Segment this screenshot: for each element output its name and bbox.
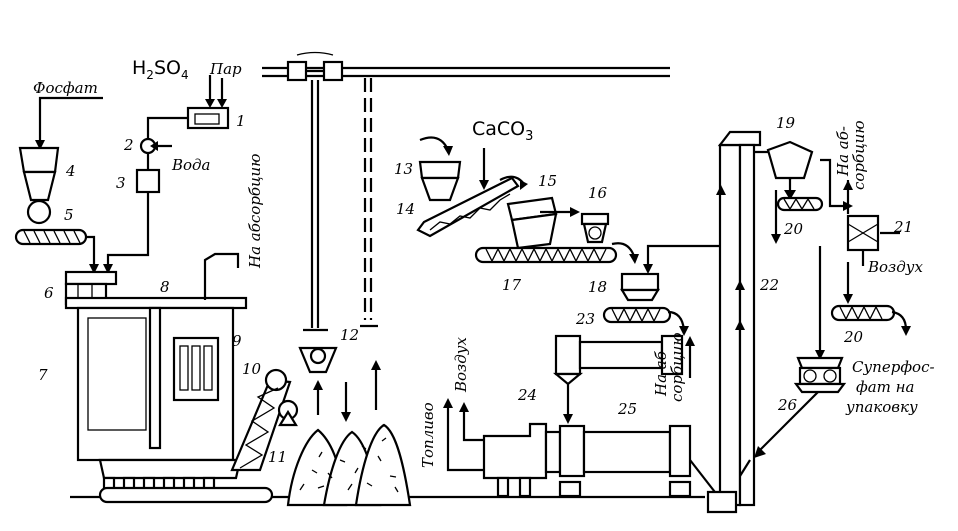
item-number-14: 14 xyxy=(396,200,415,218)
label-steam: Пар xyxy=(209,60,242,78)
packer-26-top xyxy=(796,356,844,370)
item-number-7: 7 xyxy=(38,366,48,384)
label-air-furnace: Воздух xyxy=(452,337,470,393)
fuel-line xyxy=(446,403,484,472)
cyclone-23-left xyxy=(554,334,582,376)
item-number-12: 12 xyxy=(340,326,359,344)
phosphate-arrow-icon xyxy=(35,140,45,150)
item-number-17: 17 xyxy=(502,276,522,294)
item-number-26: 26 xyxy=(777,396,798,414)
bunker-4-top xyxy=(18,146,60,174)
crusher-11-base xyxy=(278,409,298,427)
reactor-partition-8 xyxy=(148,306,162,450)
belt-conveyor-18 xyxy=(602,306,672,324)
reactor-exhaust-duct xyxy=(203,252,240,300)
item-number-9: 9 xyxy=(232,332,242,350)
item-number-25: 25 xyxy=(617,400,637,418)
label-caco3: CaCO3 xyxy=(472,118,533,144)
item-number-11: 11 xyxy=(268,448,287,466)
feeder-disc-5 xyxy=(26,199,52,225)
item-number-8: 8 xyxy=(160,278,170,296)
elevator-head-pulley-10 xyxy=(264,368,288,392)
label-product-2: фат на xyxy=(856,378,915,396)
crane-arc xyxy=(296,51,334,56)
item-number-1: 1 xyxy=(236,112,246,130)
label-phosphate: Фосфат xyxy=(33,79,98,97)
dryer-16 xyxy=(582,222,608,244)
mixer-15 xyxy=(510,212,558,250)
bunker-4 xyxy=(22,170,57,202)
item-number-21: 21 xyxy=(893,218,913,236)
item-number-15: 15 xyxy=(538,172,557,190)
inclined-elevator-10 xyxy=(230,378,292,472)
label-product-3: упаковку xyxy=(845,398,918,416)
elevator-return-line xyxy=(646,244,726,270)
item-number-22: 22 xyxy=(759,276,779,294)
duct-23 xyxy=(578,340,664,370)
item-number-16: 16 xyxy=(588,184,608,202)
label-water: Вода xyxy=(171,156,211,174)
item-number-18: 18 xyxy=(588,278,607,296)
reactor-cell-7 xyxy=(87,317,147,431)
item-number-6: 6 xyxy=(44,284,54,302)
drum-25-left-end xyxy=(544,430,562,474)
crane-wheel-left xyxy=(286,60,308,82)
item-number-4: 4 xyxy=(65,162,76,180)
screen-19 xyxy=(766,140,814,180)
item-number-19: 19 xyxy=(776,114,796,132)
label-acid: H2SO4 xyxy=(132,57,189,82)
belt-to-mixer-line xyxy=(86,235,96,270)
packer-26 xyxy=(798,366,842,386)
bottom-belt-conveyor xyxy=(98,486,274,504)
phosphate-feed-line xyxy=(38,96,103,145)
reactor-roof xyxy=(64,296,248,310)
label-to-absorption-2a: На аб- xyxy=(652,346,670,397)
furnace-24 xyxy=(482,422,548,480)
acid-to-reactor-line xyxy=(106,192,150,270)
item-number-3: 3 xyxy=(116,174,126,192)
item-number-10: 10 xyxy=(242,360,262,378)
drum-25-ring-left xyxy=(558,424,586,478)
item-number-23: 23 xyxy=(575,310,595,328)
bunker-13-cone xyxy=(420,176,460,202)
mixer-3 xyxy=(135,168,161,194)
item-number-5: 5 xyxy=(64,206,74,224)
crane-wheel-right xyxy=(322,60,344,82)
label-to-absorption-1: На абсорбцию xyxy=(246,154,264,269)
item-number-2: 2 xyxy=(123,136,134,154)
item-number-24: 24 xyxy=(517,386,537,404)
bunker-18-cone xyxy=(620,288,660,302)
bunker-13 xyxy=(418,160,462,180)
label-to-absorption-2b: сорбцию xyxy=(668,332,686,402)
item-number-20-top: 20 xyxy=(783,220,804,238)
item-number-13: 13 xyxy=(394,160,413,178)
item-number-20-bottom: 20 xyxy=(843,328,864,346)
inclined-conveyor-14 xyxy=(416,176,520,238)
cyclone-23-right xyxy=(660,334,684,376)
dryer-16-top xyxy=(580,212,610,226)
mixer-6-top xyxy=(64,270,118,286)
label-to-absorption-3b: сорбцию xyxy=(850,120,868,190)
bucket-elevator-22 xyxy=(718,143,742,507)
bunker-18 xyxy=(620,272,660,292)
label-product-1: Суперфос- xyxy=(852,358,935,376)
air-furnace-line xyxy=(462,408,484,442)
elevator-22-boot xyxy=(706,490,738,514)
dryer-drum-25 xyxy=(582,430,672,474)
acid-line xyxy=(146,116,188,138)
drum-25-ring-right xyxy=(668,424,692,478)
label-to-absorption-3a: На аб- xyxy=(834,126,852,177)
label-air-21: Воздух xyxy=(867,258,923,276)
caco3-arrow-curve xyxy=(419,136,450,151)
elevator-22-head xyxy=(717,130,762,147)
label-fuel: Топливо xyxy=(419,402,437,468)
acid-tank-1 xyxy=(186,106,230,130)
pile-3 xyxy=(354,423,412,507)
reactor-base xyxy=(98,458,242,480)
